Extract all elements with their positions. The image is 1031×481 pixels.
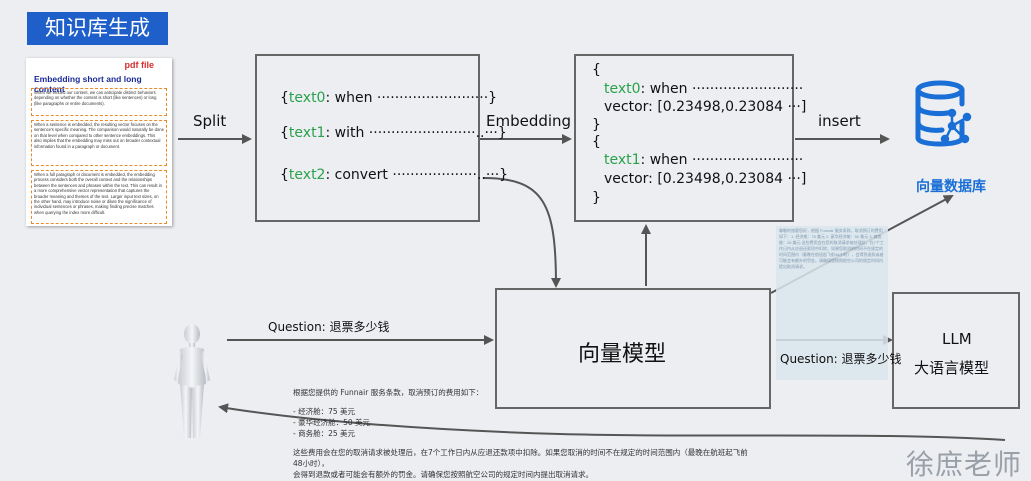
brace: } xyxy=(592,117,601,133)
chunk-key: text1 xyxy=(288,125,326,141)
page-title: 知识库生成 xyxy=(27,12,168,45)
database-label: 向量数据库 xyxy=(916,179,986,195)
brace: { xyxy=(592,62,601,78)
vector-model-box xyxy=(495,288,771,409)
retrieved-context: 尊敬的旅客您好，根据 Funnair 服务条款，取消预订的费用如下：1. 经济舱… xyxy=(776,226,888,380)
llm-sub-label: 大语言模型 xyxy=(914,359,990,377)
answer-item: - 豪华经济舱：50 美元 xyxy=(293,418,371,427)
database-icon xyxy=(915,80,972,147)
user-figure-icon xyxy=(174,324,210,438)
vector-values: vector: [0.23498,0.23084 ···] xyxy=(604,99,807,115)
vector-text-row: text1: when ························· xyxy=(604,152,803,168)
document-section: When a sentence is embedded, the resulti… xyxy=(31,120,167,166)
insert-label: insert xyxy=(818,112,861,130)
vector-text-row: text0: when ························· xyxy=(604,81,803,97)
answer-text: 根据您提供的 Funnair 服务条款，取消预订的费用如下： - 经济舱：75 … xyxy=(293,387,753,480)
chunk-key: text0 xyxy=(288,90,326,106)
pdf-badge: pdf file xyxy=(124,60,155,70)
answer-outro: 这些费用会在您的取消请求被处理后，在7个工作日内从应退还款项中扣除。如果您取消的… xyxy=(293,448,748,468)
vector-text: : when ························· xyxy=(640,81,804,97)
vector-model-label: 向量模型 xyxy=(578,342,667,367)
brace: } xyxy=(592,190,601,206)
chunk-row: {text2: convert ···················..···… xyxy=(280,167,509,183)
chunk-value: : when ·························} xyxy=(325,90,498,106)
answer-intro: 根据您提供的 Funnair 服务条款，取消预订的费用如下： xyxy=(293,388,484,397)
vectors-box xyxy=(574,54,794,222)
question-label: Question: 退票多少钱 xyxy=(268,320,390,334)
vector-key: text1 xyxy=(604,152,641,168)
vector-values: vector: [0.23498,0.23084 ···] xyxy=(604,171,807,187)
chunk-value: : convert ···················..···} xyxy=(325,167,509,183)
vector-text: : when ························· xyxy=(640,152,804,168)
llm-box xyxy=(892,292,1020,409)
answer-item: - 经济舱：75 美元 xyxy=(293,407,356,416)
question-label-llm: Question: 退票多少钱 xyxy=(780,352,902,366)
chunks-box xyxy=(255,54,480,222)
chunk-key: text2 xyxy=(288,167,326,183)
document-heading: Embedding short and long content xyxy=(34,74,142,94)
chunk-row: {text1: with ························..·… xyxy=(280,125,507,141)
answer-outro: 会得到退款或者可能会有额外的罚金。请确保您按照航空公司的规定时间内提出取消请求。 xyxy=(293,470,593,479)
document-section: When we embed our content, we can antici… xyxy=(31,88,167,116)
brace: { xyxy=(592,134,601,150)
pdf-document: pdf file Embedding short and long conten… xyxy=(26,58,172,226)
vector-key: text0 xyxy=(604,81,641,97)
chunk-row: {text0: when ·························} xyxy=(280,90,498,106)
answer-arrow xyxy=(218,403,1006,441)
split-label: Split xyxy=(193,112,227,130)
embedding-label: Embedding xyxy=(486,112,572,130)
llm-label: LLM xyxy=(942,330,972,348)
answer-item: - 商务舱：25 美元 xyxy=(293,429,356,438)
chunks-to-model-arrow xyxy=(482,177,561,288)
document-section: When a full paragraph or document is emb… xyxy=(31,170,167,224)
watermark: 徐庶老师 xyxy=(906,448,1023,481)
chunk-value: : with ························..···} xyxy=(325,125,507,141)
